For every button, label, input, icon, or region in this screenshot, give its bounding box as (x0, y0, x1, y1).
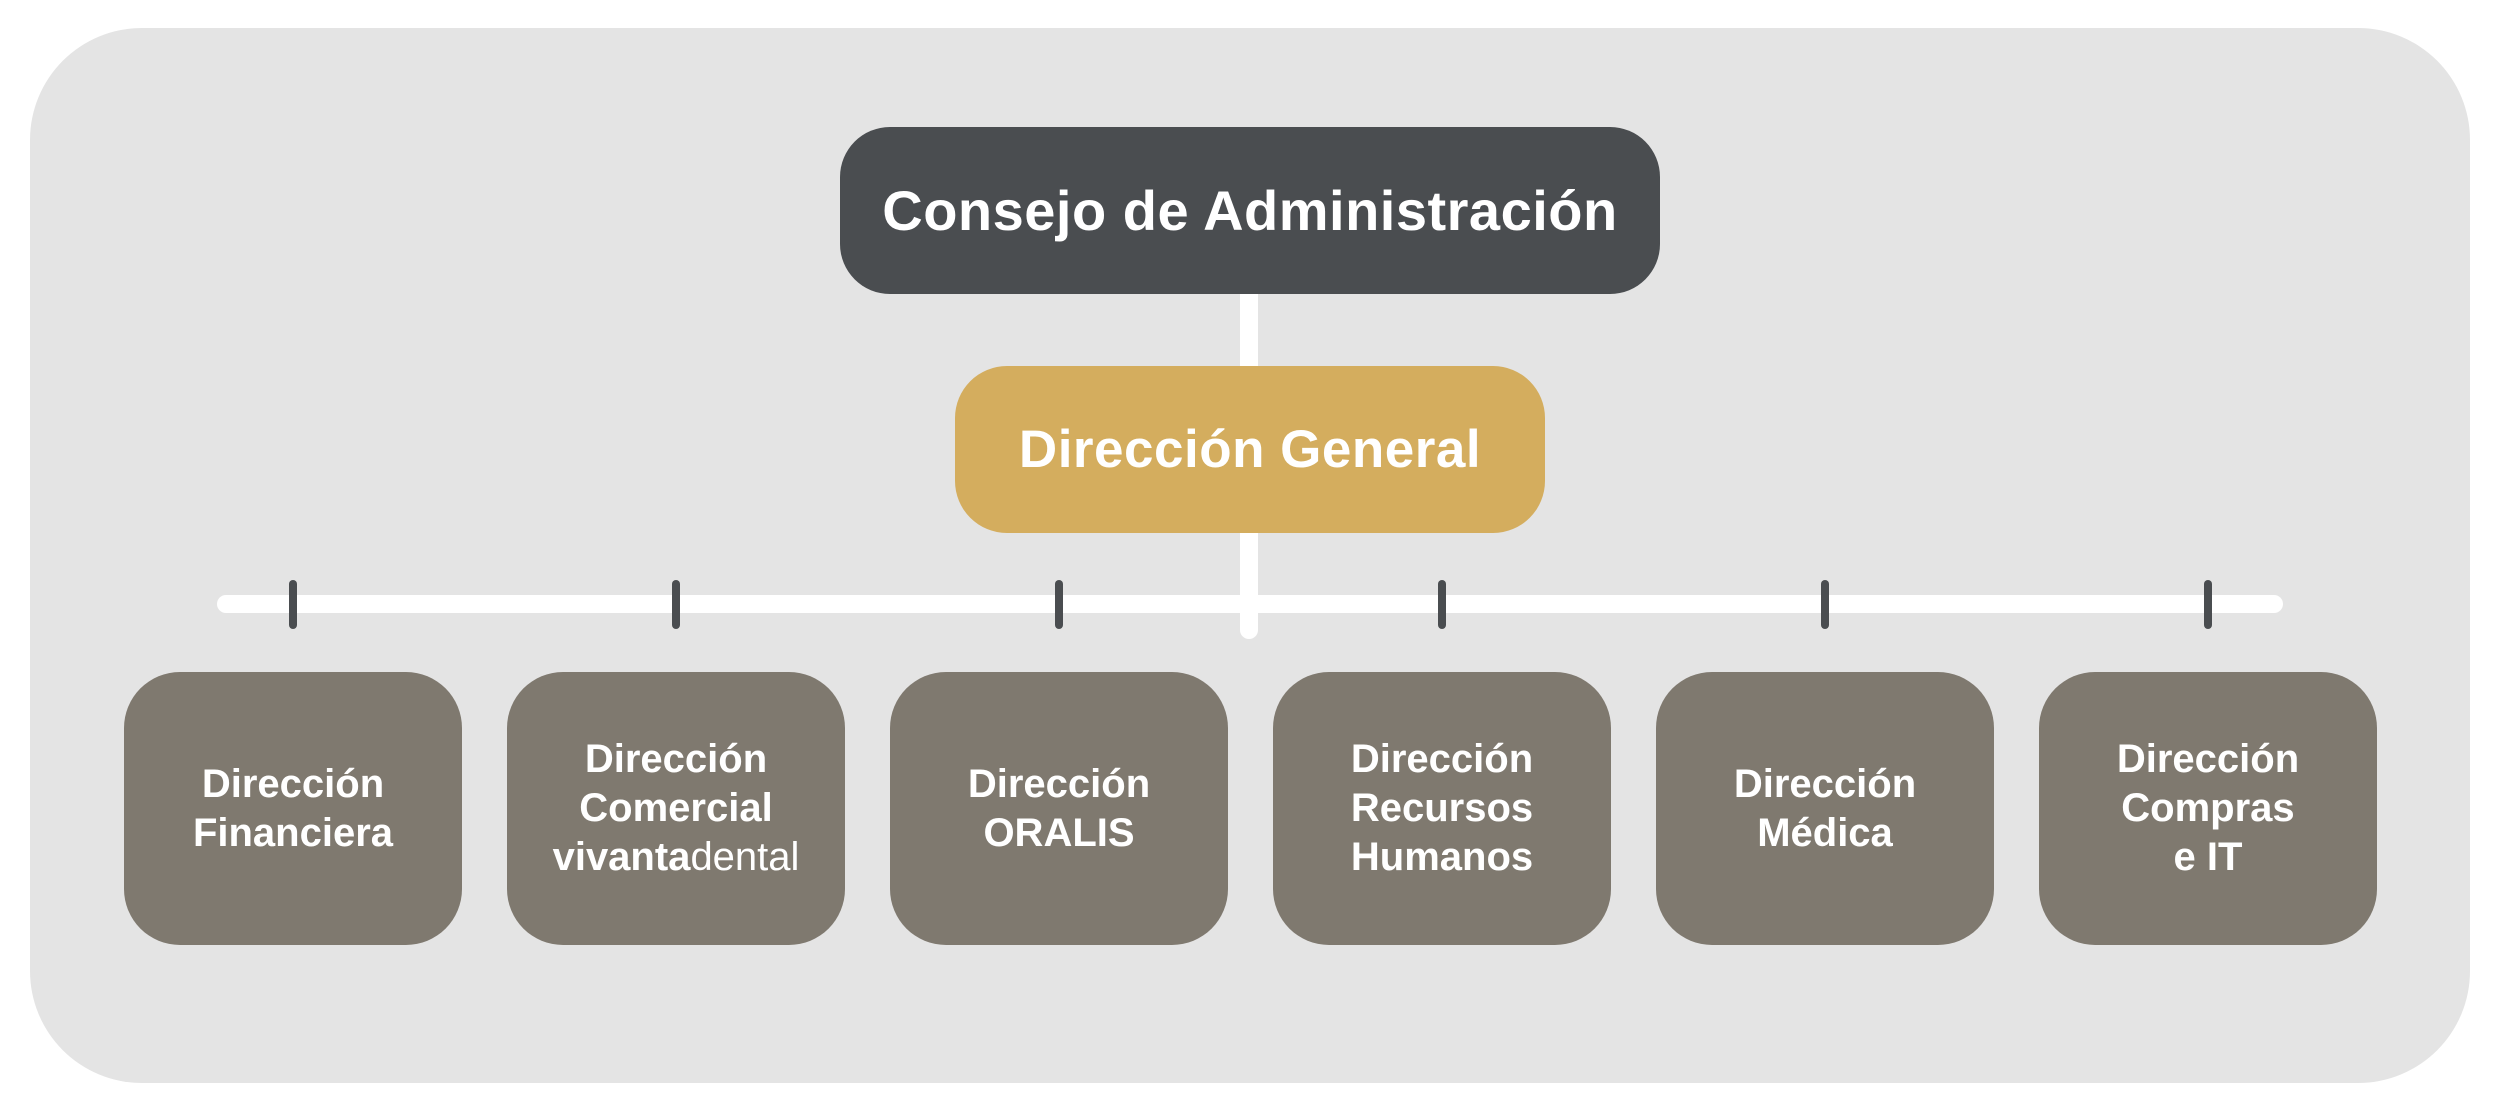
department-label-line: Dirección (584, 737, 768, 781)
department-label-line: Dirección (201, 761, 385, 806)
department-label-line: Compras (2121, 786, 2295, 830)
brand-name: vivantadental (553, 833, 800, 882)
brand-name-light: dental (690, 835, 800, 879)
department-box-purchasing-it: Dirección Compras e IT (2039, 672, 2377, 945)
department-label-line: e IT (2173, 835, 2243, 879)
department-box-commercial: Dirección Comercial vivantadental (507, 672, 845, 945)
department-label-line: ORALIS (983, 810, 1135, 855)
board-of-directors-box: Consejo de Administración (840, 127, 1660, 294)
department-box-human-resources: Dirección Recursos Humanos (1273, 672, 1611, 945)
department-ticks (289, 580, 2212, 629)
general-management-box: Dirección General (955, 366, 1545, 533)
board-of-directors-label: Consejo de Administración (882, 179, 1618, 242)
department-label-line: Humanos (1350, 835, 1534, 879)
department-label-line: Financiera (192, 810, 394, 855)
brand-name-bold: vivanta (552, 835, 691, 879)
department-label-line: Médica (1757, 810, 1893, 855)
department-box-oralis: Dirección ORALIS (890, 672, 1228, 945)
general-management-label: Dirección General (1018, 420, 1482, 479)
department-label-line: Dirección (1350, 737, 1534, 781)
department-label-line: Dirección (967, 761, 1151, 806)
department-box-finance: Dirección Financiera (124, 672, 462, 945)
department-box-medical: Dirección Médica (1656, 672, 1994, 945)
department-label-line: Recursos (1350, 786, 1534, 830)
department-label-line: Dirección (2116, 737, 2300, 781)
department-label-line: Comercial (579, 786, 773, 830)
department-label-line: Dirección (1733, 761, 1917, 806)
